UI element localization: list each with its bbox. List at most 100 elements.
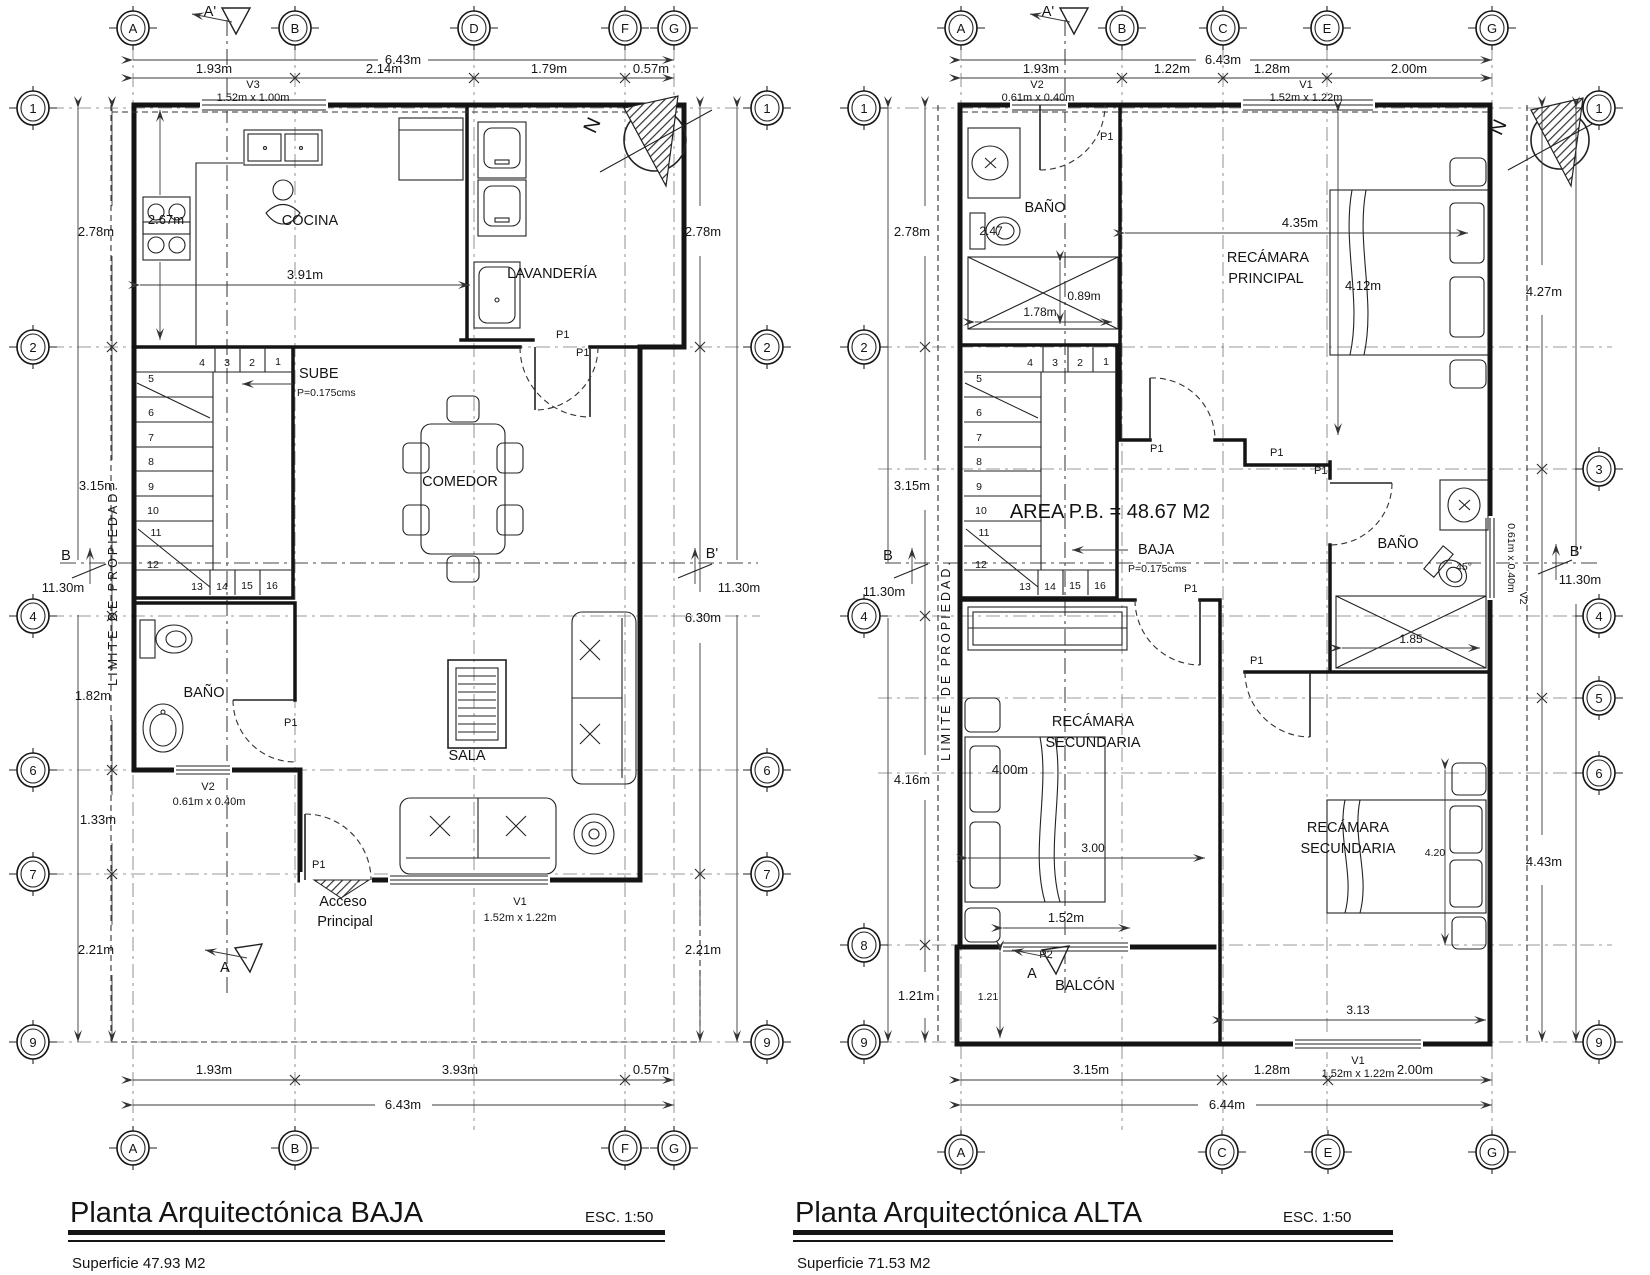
stair-step: 4 [199,357,205,369]
dim-bottom: 3.15m [1073,1062,1109,1077]
dim-left: 1.33m [80,812,116,827]
stair-step: 4 [1027,357,1033,369]
alta-secondary2-bedroom: RECÁMARA SECUNDARIA 4.20 3.13 [1212,758,1487,1024]
baja-grid-lines [50,20,760,1130]
grid-bubble: D [469,21,478,36]
stair-step: 8 [148,456,154,468]
stair-step: 13 [1019,581,1031,593]
door-label-p1: P1 [1314,465,1327,477]
dim-121: 1.21 [978,991,999,1003]
room-label-comedor: COMEDOR [422,474,498,490]
section-b-right-label: B' [706,546,719,562]
grid-bubble: 2 [29,340,36,355]
room-label-balcon: BALCÓN [1055,977,1115,994]
section-a-top-label: A' [204,4,217,20]
alta-scale: ESC. 1:50 [1283,1209,1351,1226]
alta-dims-right: 4.27m 4.43m 11.30m [1526,108,1601,1042]
door-label-p1: P1 [556,329,569,341]
alta-plan: 4 3 2 1 5 6 7 8 9 10 11 12 13 14 15 16 B… [793,4,1623,1272]
grid-bubble: A [129,21,138,36]
window-label-v3: V3 [246,79,259,91]
dim-right: 4.43m [1526,854,1562,869]
stair-pitch-note: P=0.175cms [297,387,356,399]
room-label-recamara-principal-1: RECÁMARA [1227,249,1310,266]
washer [477,121,527,179]
alta-dims-top: 6.43m 1.93m 1.22m 1.28m 2.00m [961,52,1492,84]
nightstand [964,697,1001,733]
stair-step: 14 [1044,581,1056,593]
dim-420: 4.20 [1425,847,1446,859]
grid-bubble: 4 [29,609,36,624]
baja-title-block: Planta Arquitectónica BAJA ESC. 1:50 Sup… [68,1197,665,1272]
door-label-p2: P2 [1039,949,1052,961]
dim-right: 6.30m [685,610,721,625]
door-label-p1: P1 [1100,131,1113,143]
grid-bubble: 3 [1595,462,1602,477]
dim-bottom: 3.93m [442,1062,478,1077]
access-label-1: Acceso [319,894,367,910]
door-label-p1: P1 [576,347,589,359]
section-b-left-label: B [61,548,71,564]
pillow [1449,276,1485,338]
stair-step: 6 [976,407,982,419]
stair-step: 3 [1052,357,1058,369]
alta-title-block: Planta Arquitectónica ALTA ESC. 1:50 Sup… [793,1197,1393,1272]
baja-plan: 4 3 2 1 5 6 7 8 9 10 11 12 13 14 15 16 S… [9,4,791,1272]
section-a-bottom-label: A [1027,966,1037,982]
area-note: AREA P.B. = 48.67 M2 [1010,501,1210,523]
stair-step: 7 [976,432,982,444]
dim-left: 2.78m [78,224,114,239]
dim-top: 2.14m [366,61,402,76]
bathroom-sink [142,703,184,753]
window-label-v2: V2 [201,781,214,793]
room-label-lavanderia: LAVANDERÍA [507,265,597,282]
window-label-v1b: V1 [1351,1055,1364,1067]
grid-bubble: 1 [29,101,36,116]
baja-laundry [473,121,527,329]
shower [1335,595,1487,669]
baja-symbols: Acceso Principal A' A B B' N [61,4,718,976]
nightstand [1451,916,1487,950]
nightstand [1449,157,1487,187]
nightstand [964,907,1001,943]
dim-right: 2.78m [685,224,721,239]
baja-stairs: 4 3 2 1 5 6 7 8 9 10 11 12 13 14 15 16 S… [136,347,356,595]
stair-step: 9 [148,481,154,493]
alta-dims-bottom: 3.15m 1.28m 2.00m 6.44m [961,1062,1492,1112]
dim-400: 4.00m [992,762,1028,777]
door-label-p1: P1 [284,717,297,729]
pillow [1449,859,1483,908]
grid-bubble: 4 [860,609,867,624]
baja-dims-right: 2.78m 6.30m 2.21m 11.30m [685,108,760,1042]
stair-step: 12 [147,559,159,571]
alta-title: Planta Arquitectónica ALTA [795,1197,1143,1229]
room-label-bano: BAÑO [183,684,224,701]
toilet [139,619,156,659]
stair-step: 11 [151,527,162,539]
stair-step: 15 [241,580,253,592]
dim-total-right: 11.30m [718,580,760,595]
room-label-secundaria2-1: RECÁMARA [1307,819,1390,836]
stair-step: 10 [975,505,987,517]
alta-grid-lines [878,20,1612,1130]
bed [964,736,1106,903]
stair-step: 5 [148,373,154,385]
stair-step: 8 [976,456,982,468]
nightstand [1451,762,1487,796]
window-label-v2-rotated: V2 [1517,592,1529,605]
stair-step: 14 [216,581,228,593]
grid-bubble: G [1487,1145,1497,1160]
refrigerator [398,117,464,181]
stair-step: 3 [224,357,230,369]
laundry-sink [473,261,521,329]
grid-bubble: B [291,21,300,36]
stair-step: 15 [1069,580,1081,592]
grid-bubble: G [1487,21,1497,36]
stair-step: 11 [979,527,990,539]
stair-step: 5 [976,373,982,385]
grid-bubble: 1 [1595,101,1602,116]
grid-bubble: G [669,1141,679,1156]
dim-247: 2.47 [979,224,1003,238]
